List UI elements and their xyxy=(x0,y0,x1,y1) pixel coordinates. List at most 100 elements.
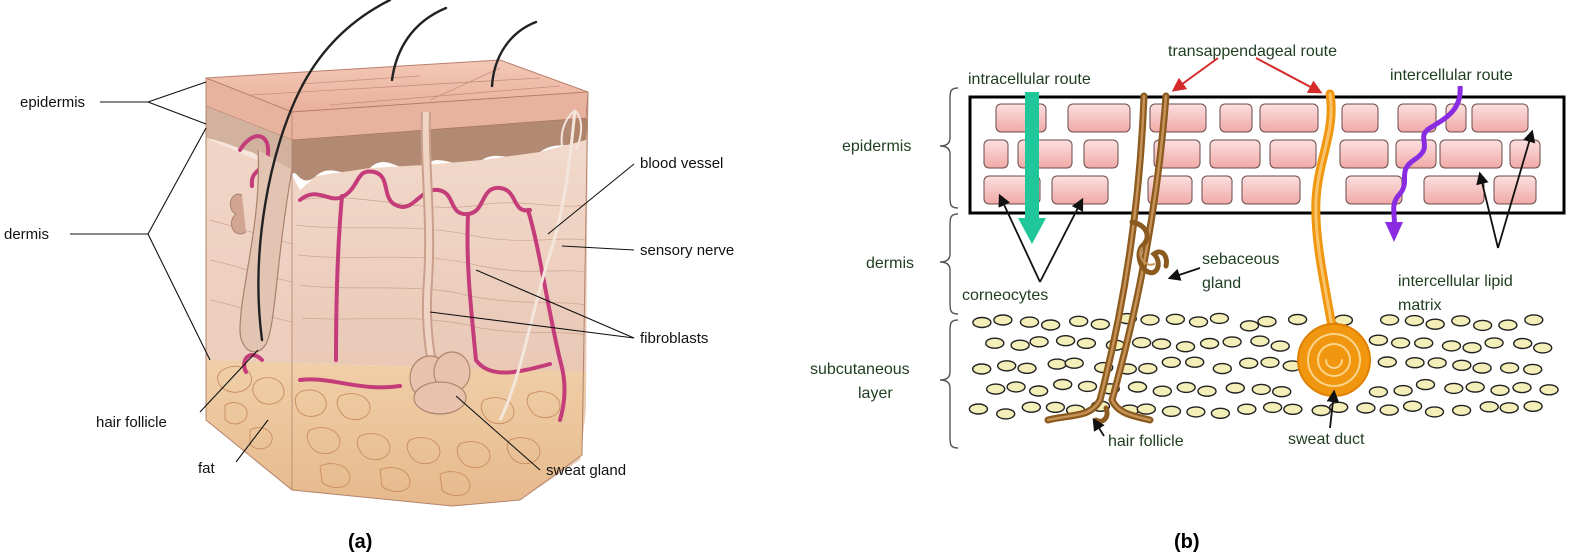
fat-cell xyxy=(1260,356,1280,369)
fat-cell xyxy=(1040,319,1061,331)
fat-cell xyxy=(1257,315,1277,328)
fat-cell xyxy=(1524,314,1544,326)
label-subcutaneous-line2: layer xyxy=(858,385,893,402)
fat-cell xyxy=(1052,378,1073,391)
fat-cell xyxy=(1210,407,1231,419)
transappendageal-arrow-right xyxy=(1255,57,1323,94)
fat-cell xyxy=(1311,404,1331,417)
fat-cell xyxy=(1523,400,1543,412)
label-sebaceous-line1: sebaceous xyxy=(1202,251,1279,268)
fat-cell xyxy=(1479,401,1499,413)
fat-cell xyxy=(1175,341,1196,353)
fat-cell xyxy=(1140,314,1160,326)
intracellular-route-arrow xyxy=(1018,92,1046,244)
fat-cell xyxy=(1402,400,1423,412)
corneocyte xyxy=(1259,103,1319,133)
fat-cell xyxy=(1512,381,1532,394)
fat-cell xyxy=(1136,403,1157,415)
dermis-front xyxy=(206,138,586,372)
sweat-duct-structure xyxy=(1297,89,1371,397)
caption-a: (a) xyxy=(348,531,372,553)
fat-cell xyxy=(1090,318,1111,330)
fat-cell xyxy=(1127,381,1148,393)
fat-cell xyxy=(972,363,992,375)
fat-cell xyxy=(1251,383,1272,396)
label-sensory-nerve: sensory nerve xyxy=(640,242,734,259)
corneocyte xyxy=(1209,139,1261,169)
fat-cell xyxy=(997,360,1017,372)
corneocyte xyxy=(983,139,1009,169)
fat-cell xyxy=(1451,404,1472,417)
label-hair-follicle-b: hair follicle xyxy=(1108,433,1184,450)
label-intracellular-route: intracellular route xyxy=(968,71,1091,88)
fat-cell xyxy=(972,316,992,329)
fat-cell xyxy=(1283,403,1303,415)
fat-cell xyxy=(1076,337,1097,349)
fat-cell xyxy=(985,337,1005,349)
corneocyte xyxy=(1395,139,1437,169)
fat-cell xyxy=(1441,340,1462,352)
fat-cell xyxy=(1239,320,1260,332)
hair-follicle-shaft xyxy=(239,149,293,353)
corneocyte xyxy=(1153,139,1201,169)
fat-cell xyxy=(1356,402,1376,414)
basal-layer xyxy=(206,106,588,181)
fat-cell xyxy=(1452,359,1472,371)
label-intercellular-lipid-line2: matrix xyxy=(1398,297,1442,314)
sensory-nerve-fiber xyxy=(498,109,577,421)
label-intercellular-route: intercellular route xyxy=(1390,67,1513,84)
fat-cell xyxy=(1379,314,1400,326)
fat-cell xyxy=(1077,380,1098,393)
label-sweat-gland: sweat gland xyxy=(546,462,626,479)
corneocyte xyxy=(1149,103,1207,133)
corneocyte-cells xyxy=(983,103,1541,205)
fat-cell xyxy=(1165,313,1186,325)
label-sweat-duct: sweat duct xyxy=(1288,431,1365,448)
fat-cell xyxy=(1238,357,1259,369)
fat-cell xyxy=(1512,337,1533,350)
fat-cell xyxy=(1262,401,1283,414)
fat-cell xyxy=(1055,335,1076,347)
fat-cell xyxy=(1064,357,1084,369)
fat-cell xyxy=(1237,403,1257,415)
corneocyte xyxy=(1201,175,1233,205)
fat-cell xyxy=(1427,357,1447,369)
fat-cells xyxy=(968,312,1559,420)
label-blood-vessel: blood vessel xyxy=(640,155,723,172)
fat-cell xyxy=(1424,406,1445,418)
fat-cell xyxy=(1379,404,1399,416)
corneocyte xyxy=(1219,103,1253,133)
fat-cell xyxy=(1425,318,1445,330)
corneocyte xyxy=(1423,175,1485,205)
fat-cell xyxy=(1222,336,1242,348)
label-dermis-a: dermis xyxy=(4,226,49,243)
label-dermis-b: dermis xyxy=(866,255,914,272)
fat-layer xyxy=(206,360,586,506)
fat-cell xyxy=(1131,336,1152,349)
fat-cell xyxy=(1176,381,1196,394)
corneocyte xyxy=(1439,139,1503,169)
fat-cell xyxy=(1472,362,1492,374)
fat-cell xyxy=(1186,406,1206,418)
fat-cell xyxy=(1532,342,1553,354)
corneocyte xyxy=(1051,175,1109,205)
fat-cell xyxy=(1404,314,1425,327)
fat-cell xyxy=(1209,312,1230,325)
corneocyte xyxy=(1339,139,1389,169)
fat-cell xyxy=(1451,315,1471,327)
fat-cell xyxy=(1161,405,1182,417)
brace-dermis xyxy=(939,213,959,315)
fat-cell xyxy=(1017,362,1037,374)
fat-cell xyxy=(1199,337,1220,350)
fat-cell xyxy=(1019,316,1040,328)
corneocyte xyxy=(1341,103,1379,133)
corneocyte xyxy=(1397,103,1437,133)
fat-cell xyxy=(1152,385,1173,397)
fat-cell xyxy=(1029,336,1049,348)
label-corneocytes: corneocytes xyxy=(962,287,1048,304)
fat-cell xyxy=(1006,381,1026,393)
fat-cell xyxy=(1010,339,1030,351)
fat-cell xyxy=(986,383,1006,395)
fat-cell xyxy=(1047,358,1067,370)
fat-cell xyxy=(1225,382,1246,394)
